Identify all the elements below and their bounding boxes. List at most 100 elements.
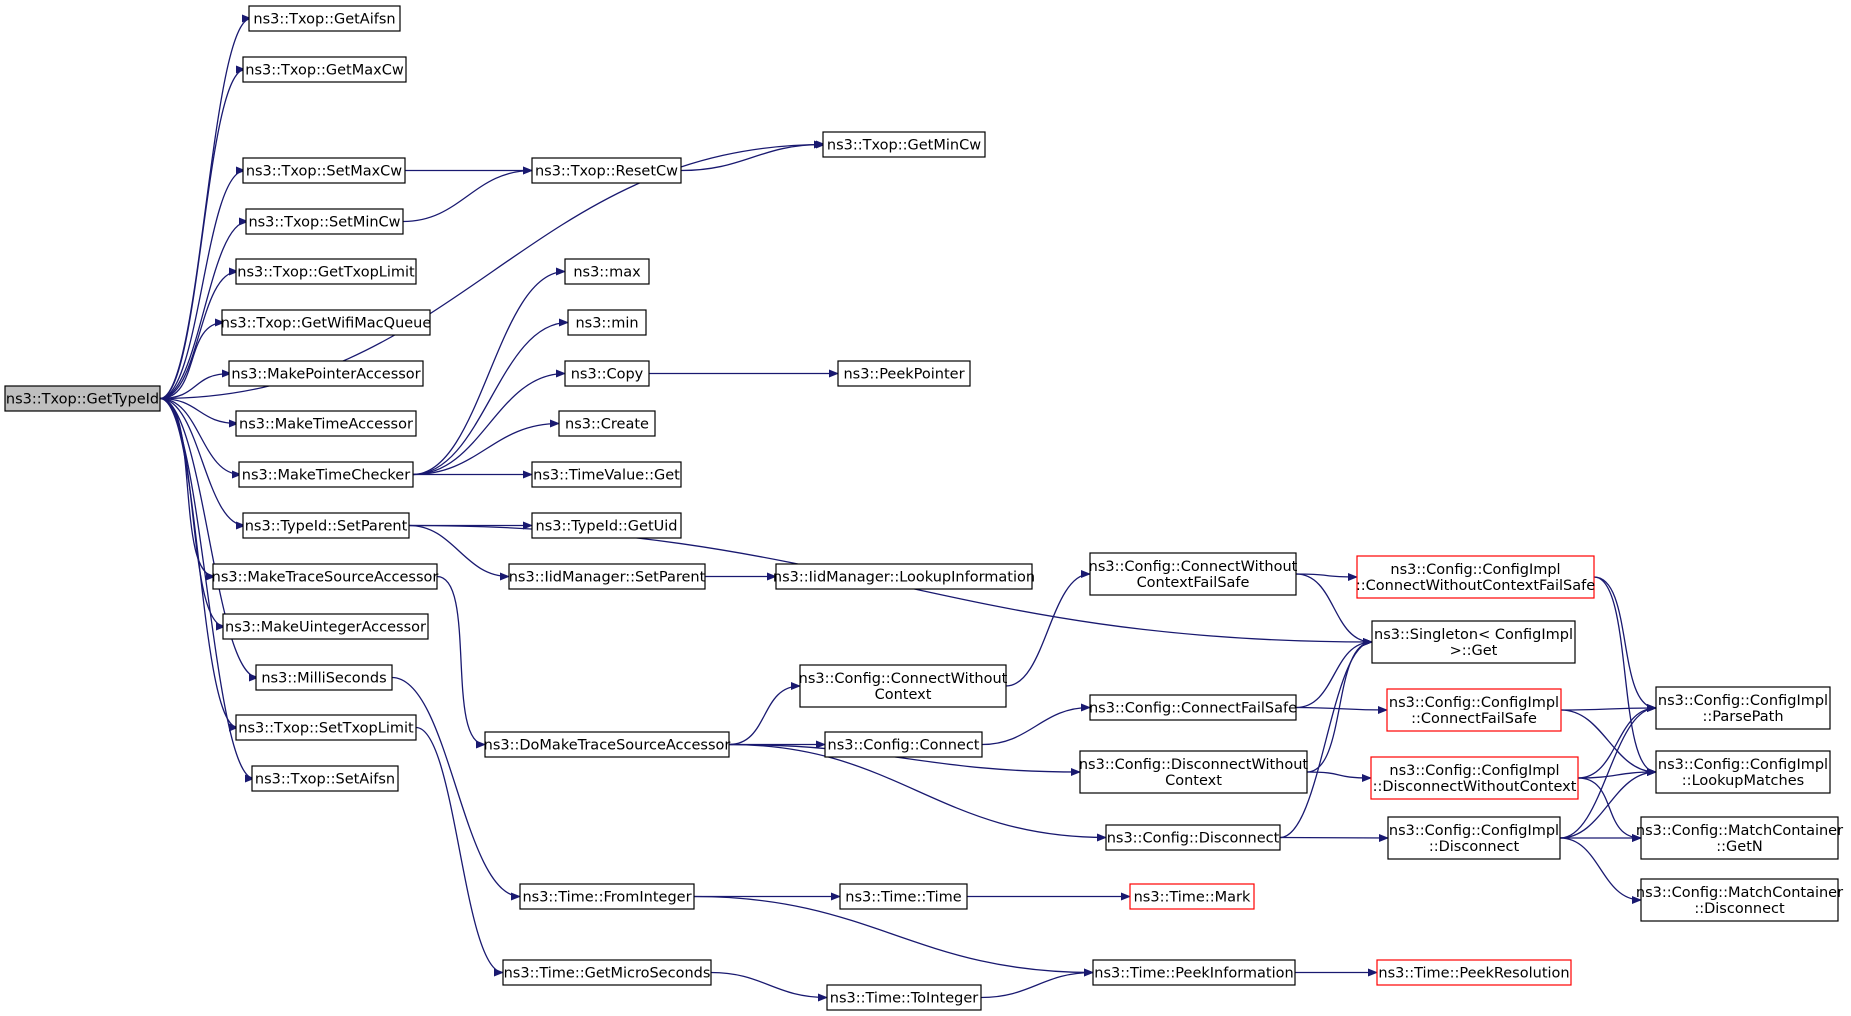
- node-box-peekinformation[interactable]: [1092, 959, 1296, 986]
- node-resetcw[interactable]: ns3::Txop::ResetCw: [531, 157, 682, 184]
- node-iidlookup[interactable]: ns3::IidManager::LookupInformation: [773, 563, 1035, 590]
- node-box-connectwithoutcontext[interactable]: [799, 664, 1007, 708]
- node-box-copy[interactable]: [564, 360, 650, 387]
- node-box-configdisconnect[interactable]: [1105, 824, 1281, 851]
- node-box-getmincw[interactable]: [822, 131, 986, 158]
- node-box-lookupmatches[interactable]: [1655, 750, 1831, 794]
- node-singletonget[interactable]: ns3::Singleton< ConfigImpl >::Get: [1371, 620, 1576, 664]
- node-cfgimpl_connectwithoutcontextfailsafe[interactable]: ns3::Config::ConfigImpl::ConnectWithoutC…: [1356, 555, 1595, 599]
- node-timevalueget[interactable]: ns3::TimeValue::Get: [531, 461, 682, 488]
- node-configdisconnect[interactable]: ns3::Config::Disconnect: [1105, 824, 1281, 851]
- node-create[interactable]: ns3::Create: [558, 410, 656, 437]
- node-parsepath[interactable]: ns3::Config::ConfigImpl::ParsePath: [1655, 686, 1831, 730]
- node-box-maketracesourceaccessor[interactable]: [212, 563, 438, 590]
- node-box-fromint[interactable]: [519, 883, 695, 910]
- node-typeidgetuid[interactable]: ns3::TypeId::GetUid: [531, 512, 682, 539]
- node-box-matchdisconnect[interactable]: [1640, 878, 1839, 922]
- node-matchgetn[interactable]: ns3::Config::MatchContainer::GetN: [1636, 816, 1843, 860]
- node-gettxoplimit[interactable]: ns3::Txop::GetTxopLimit: [235, 258, 417, 285]
- node-box-configconnect[interactable]: [824, 731, 983, 758]
- node-box-timemark[interactable]: [1129, 883, 1255, 910]
- node-maketracesourceaccessor[interactable]: ns3::MakeTraceSourceAccessor: [212, 563, 439, 590]
- node-min[interactable]: ns3::min: [567, 309, 647, 336]
- node-box-connectfailsafe[interactable]: [1089, 694, 1297, 721]
- node-box-matchgetn[interactable]: [1640, 816, 1839, 860]
- node-box-connectwithoutcontextfailsafe[interactable]: [1089, 552, 1297, 596]
- node-timemark[interactable]: ns3::Time::Mark: [1129, 883, 1255, 910]
- node-cfgimpl_disconnectwithoutcontext[interactable]: ns3::Config::ConfigImpl::DisconnectWitho…: [1370, 756, 1579, 800]
- node-connectwithoutcontext[interactable]: ns3::Config::ConnectWithoutContext: [799, 664, 1008, 708]
- node-maketimeaccessor[interactable]: ns3::MakeTimeAccessor: [235, 410, 417, 437]
- node-box-timevalueget[interactable]: [531, 461, 682, 488]
- node-peekinformation[interactable]: ns3::Time::PeekInformation: [1092, 959, 1296, 986]
- node-box-setmaxcw[interactable]: [242, 157, 406, 184]
- node-setmincw[interactable]: ns3::Txop::SetMinCw: [245, 208, 404, 235]
- node-configconnect[interactable]: ns3::Config::Connect: [824, 731, 983, 758]
- node-box-peekpointer[interactable]: [837, 360, 971, 387]
- node-setaifsn[interactable]: ns3::Txop::SetAifsn: [251, 765, 399, 792]
- node-box-maketimeaccessor[interactable]: [235, 410, 417, 437]
- node-box-root[interactable]: [4, 385, 161, 412]
- node-peekresolution[interactable]: ns3::Time::PeekResolution: [1376, 959, 1572, 986]
- node-makeuintegeraccessor[interactable]: ns3::MakeUintegerAccessor: [222, 613, 429, 640]
- node-connectfailsafe[interactable]: ns3::Config::ConnectFailSafe: [1089, 694, 1297, 721]
- node-getmincw[interactable]: ns3::Txop::GetMinCw: [822, 131, 986, 158]
- node-box-getaifsn[interactable]: [248, 5, 401, 32]
- node-box-max[interactable]: [564, 258, 650, 285]
- node-box-resetcw[interactable]: [531, 157, 682, 184]
- node-peekpointer[interactable]: ns3::PeekPointer: [837, 360, 971, 387]
- node-box-iidsetparent[interactable]: [508, 563, 706, 590]
- node-box-iidlookup[interactable]: [775, 563, 1033, 590]
- node-box-peekresolution[interactable]: [1376, 959, 1572, 986]
- node-box-setmincw[interactable]: [245, 208, 404, 235]
- node-box-create[interactable]: [558, 410, 656, 437]
- node-getwifimacqueue[interactable]: ns3::Txop::GetWifiMacQueue: [221, 309, 432, 336]
- node-copy[interactable]: ns3::Copy: [564, 360, 650, 387]
- node-getaifsn[interactable]: ns3::Txop::GetAifsn: [248, 5, 401, 32]
- node-box-cfgimpl_disconnect[interactable]: [1387, 816, 1561, 860]
- node-box-milliseconds[interactable]: [255, 664, 393, 691]
- node-box-cfgimpl_disconnectwithoutcontext[interactable]: [1370, 756, 1579, 800]
- node-domaketracesource[interactable]: ns3::DoMakeTraceSourceAccessor: [484, 731, 731, 758]
- node-box-min[interactable]: [567, 309, 647, 336]
- node-box-settxoplimit[interactable]: [235, 714, 417, 741]
- node-max[interactable]: ns3::max: [564, 258, 650, 285]
- node-box-getwifimacqueue[interactable]: [221, 309, 431, 336]
- node-box-typeidgetuid[interactable]: [531, 512, 682, 539]
- node-box-maketimechecker[interactable]: [238, 461, 414, 488]
- node-box-getmicroseconds[interactable]: [502, 959, 712, 986]
- node-box-parsepath[interactable]: [1655, 686, 1831, 730]
- node-disconnectwithoutcontext[interactable]: ns3::Config::DisconnectWithoutContext: [1079, 750, 1309, 794]
- node-maketimechecker[interactable]: ns3::MakeTimeChecker: [238, 461, 414, 488]
- node-cfgimpl_disconnect[interactable]: ns3::Config::ConfigImpl::Disconnect: [1387, 816, 1561, 860]
- node-connectwithoutcontextfailsafe[interactable]: ns3::Config::ConnectWithoutContextFailSa…: [1089, 552, 1298, 596]
- node-box-makepointeraccessor[interactable]: [228, 360, 424, 387]
- node-getmicroseconds[interactable]: ns3::Time::GetMicroSeconds: [502, 959, 712, 986]
- node-cfgimpl_connectfailsafe[interactable]: ns3::Config::ConfigImpl::ConnectFailSafe: [1386, 688, 1562, 732]
- node-milliseconds[interactable]: ns3::MilliSeconds: [255, 664, 393, 691]
- node-box-domaketracesource[interactable]: [484, 731, 730, 758]
- node-fromint[interactable]: ns3::Time::FromInteger: [519, 883, 695, 910]
- node-iidsetparent[interactable]: ns3::IidManager::SetParent: [508, 563, 706, 590]
- node-box-cfgimpl_connectwithoutcontextfailsafe[interactable]: [1356, 555, 1595, 599]
- node-box-disconnectwithoutcontext[interactable]: [1079, 750, 1308, 794]
- node-box-typeidsetparent[interactable]: [242, 512, 410, 539]
- node-box-tointeger[interactable]: [826, 984, 982, 1011]
- node-makepointeraccessor[interactable]: ns3::MakePointerAccessor: [228, 360, 424, 387]
- node-box-gettxoplimit[interactable]: [235, 258, 417, 285]
- node-matchdisconnect[interactable]: ns3::Config::MatchContainer::Disconnect: [1636, 878, 1843, 922]
- node-box-makeuintegeraccessor[interactable]: [222, 613, 429, 640]
- node-box-cfgimpl_connectfailsafe[interactable]: [1386, 688, 1562, 732]
- node-box-setaifsn[interactable]: [251, 765, 399, 792]
- node-box-timetime[interactable]: [839, 883, 968, 910]
- node-root[interactable]: ns3::Txop::GetTypeId: [4, 385, 161, 412]
- node-getmaxcw[interactable]: ns3::Txop::GetMaxCw: [242, 56, 407, 83]
- node-box-singletonget[interactable]: [1371, 620, 1576, 664]
- node-typeidsetparent[interactable]: ns3::TypeId::SetParent: [242, 512, 410, 539]
- node-tointeger[interactable]: ns3::Time::ToInteger: [826, 984, 982, 1011]
- node-box-getmaxcw[interactable]: [242, 56, 407, 83]
- node-settxoplimit[interactable]: ns3::Txop::SetTxopLimit: [235, 714, 417, 741]
- node-timetime[interactable]: ns3::Time::Time: [839, 883, 968, 910]
- node-lookupmatches[interactable]: ns3::Config::ConfigImpl::LookupMatches: [1655, 750, 1831, 794]
- node-setmaxcw[interactable]: ns3::Txop::SetMaxCw: [242, 157, 406, 184]
